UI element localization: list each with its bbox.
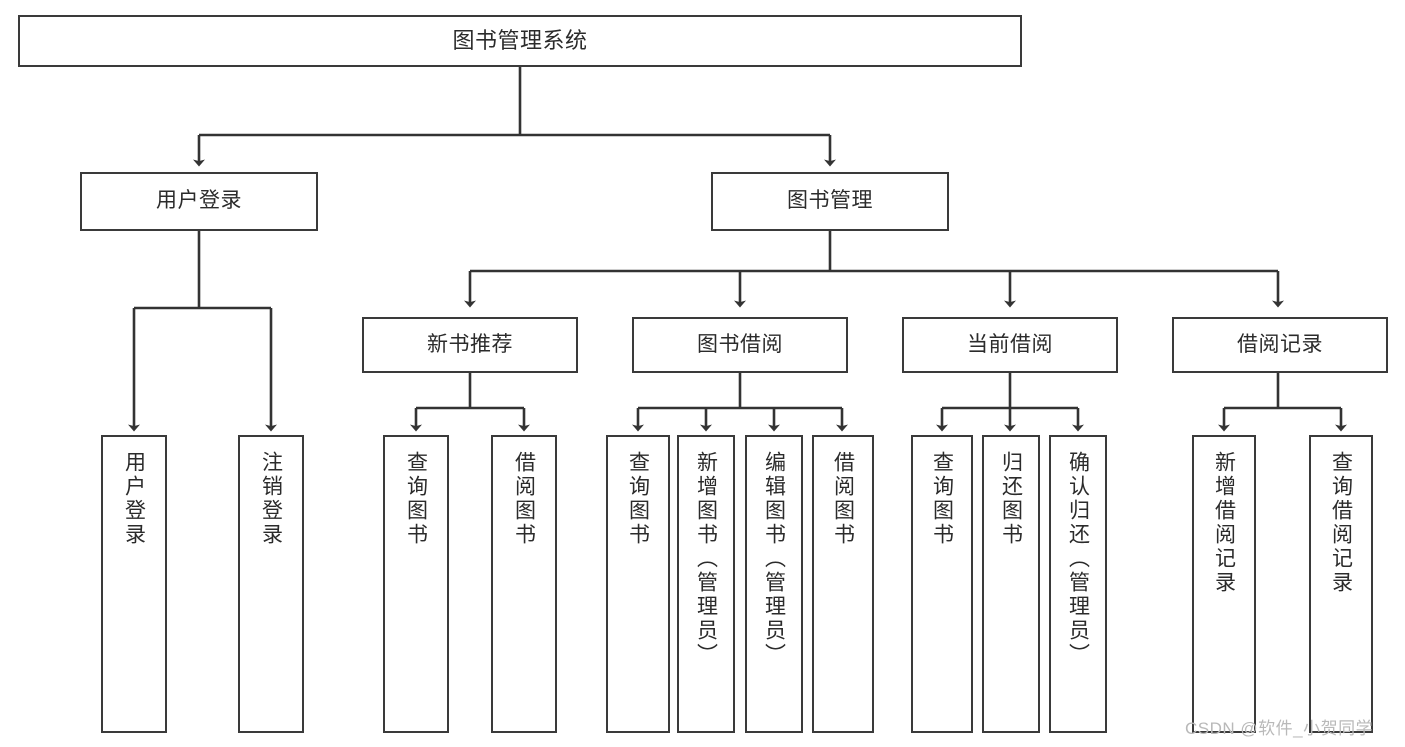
node-root-book-management-system[interactable]: 图书管理系统 bbox=[18, 15, 1022, 67]
node-label: 归还图书 bbox=[999, 451, 1023, 547]
node-label: 借阅记录 bbox=[1237, 332, 1323, 356]
node-label: 用户登录 bbox=[122, 451, 146, 547]
leaf-logout-login[interactable]: 注销登录 bbox=[238, 435, 304, 733]
leaf-edit-book-admin[interactable]: 编辑图书（管理员） bbox=[745, 435, 803, 733]
node-label: 确认归还（管理员） bbox=[1066, 451, 1090, 667]
node-label: 查询图书 bbox=[626, 451, 650, 547]
node-new-book-recommend[interactable]: 新书推荐 bbox=[362, 317, 578, 373]
node-label: 新书推荐 bbox=[427, 332, 513, 356]
node-borrow-record[interactable]: 借阅记录 bbox=[1172, 317, 1388, 373]
node-book-management[interactable]: 图书管理 bbox=[711, 172, 949, 231]
node-label: 查询借阅记录 bbox=[1329, 451, 1353, 595]
node-label: 图书借阅 bbox=[697, 332, 783, 356]
leaf-confirm-return-admin[interactable]: 确认归还（管理员） bbox=[1049, 435, 1107, 733]
node-label: 用户登录 bbox=[156, 189, 242, 213]
leaf-user-login[interactable]: 用户登录 bbox=[101, 435, 167, 733]
node-label: 查询图书 bbox=[930, 451, 954, 547]
leaf-query-book-borrow[interactable]: 查询图书 bbox=[606, 435, 670, 733]
leaf-query-book-recommend[interactable]: 查询图书 bbox=[383, 435, 449, 733]
node-user-login[interactable]: 用户登录 bbox=[80, 172, 318, 231]
leaf-query-borrow-record[interactable]: 查询借阅记录 bbox=[1309, 435, 1373, 733]
leaf-query-book-current[interactable]: 查询图书 bbox=[911, 435, 973, 733]
node-label: 查询图书 bbox=[404, 451, 428, 547]
node-label: 新增借阅记录 bbox=[1212, 451, 1236, 595]
leaf-return-book[interactable]: 归还图书 bbox=[982, 435, 1040, 733]
csdn-watermark: CSDN @软件_小贺同学 bbox=[1185, 719, 1374, 738]
node-label: 注销登录 bbox=[259, 451, 283, 547]
leaf-borrow-book-recommend[interactable]: 借阅图书 bbox=[491, 435, 557, 733]
node-book-borrow[interactable]: 图书借阅 bbox=[632, 317, 848, 373]
node-label: 借阅图书 bbox=[512, 451, 536, 547]
leaf-borrow-book[interactable]: 借阅图书 bbox=[812, 435, 874, 733]
node-label: 借阅图书 bbox=[831, 451, 855, 547]
node-label: 当前借阅 bbox=[967, 332, 1053, 356]
node-label: 编辑图书（管理员） bbox=[762, 451, 786, 667]
leaf-add-book-admin[interactable]: 新增图书（管理员） bbox=[677, 435, 735, 733]
node-label: 新增图书（管理员） bbox=[694, 451, 718, 667]
leaf-add-borrow-record[interactable]: 新增借阅记录 bbox=[1192, 435, 1256, 733]
node-label: 图书管理系统 bbox=[452, 28, 588, 54]
node-current-borrow[interactable]: 当前借阅 bbox=[902, 317, 1118, 373]
node-label: 图书管理 bbox=[787, 189, 873, 213]
